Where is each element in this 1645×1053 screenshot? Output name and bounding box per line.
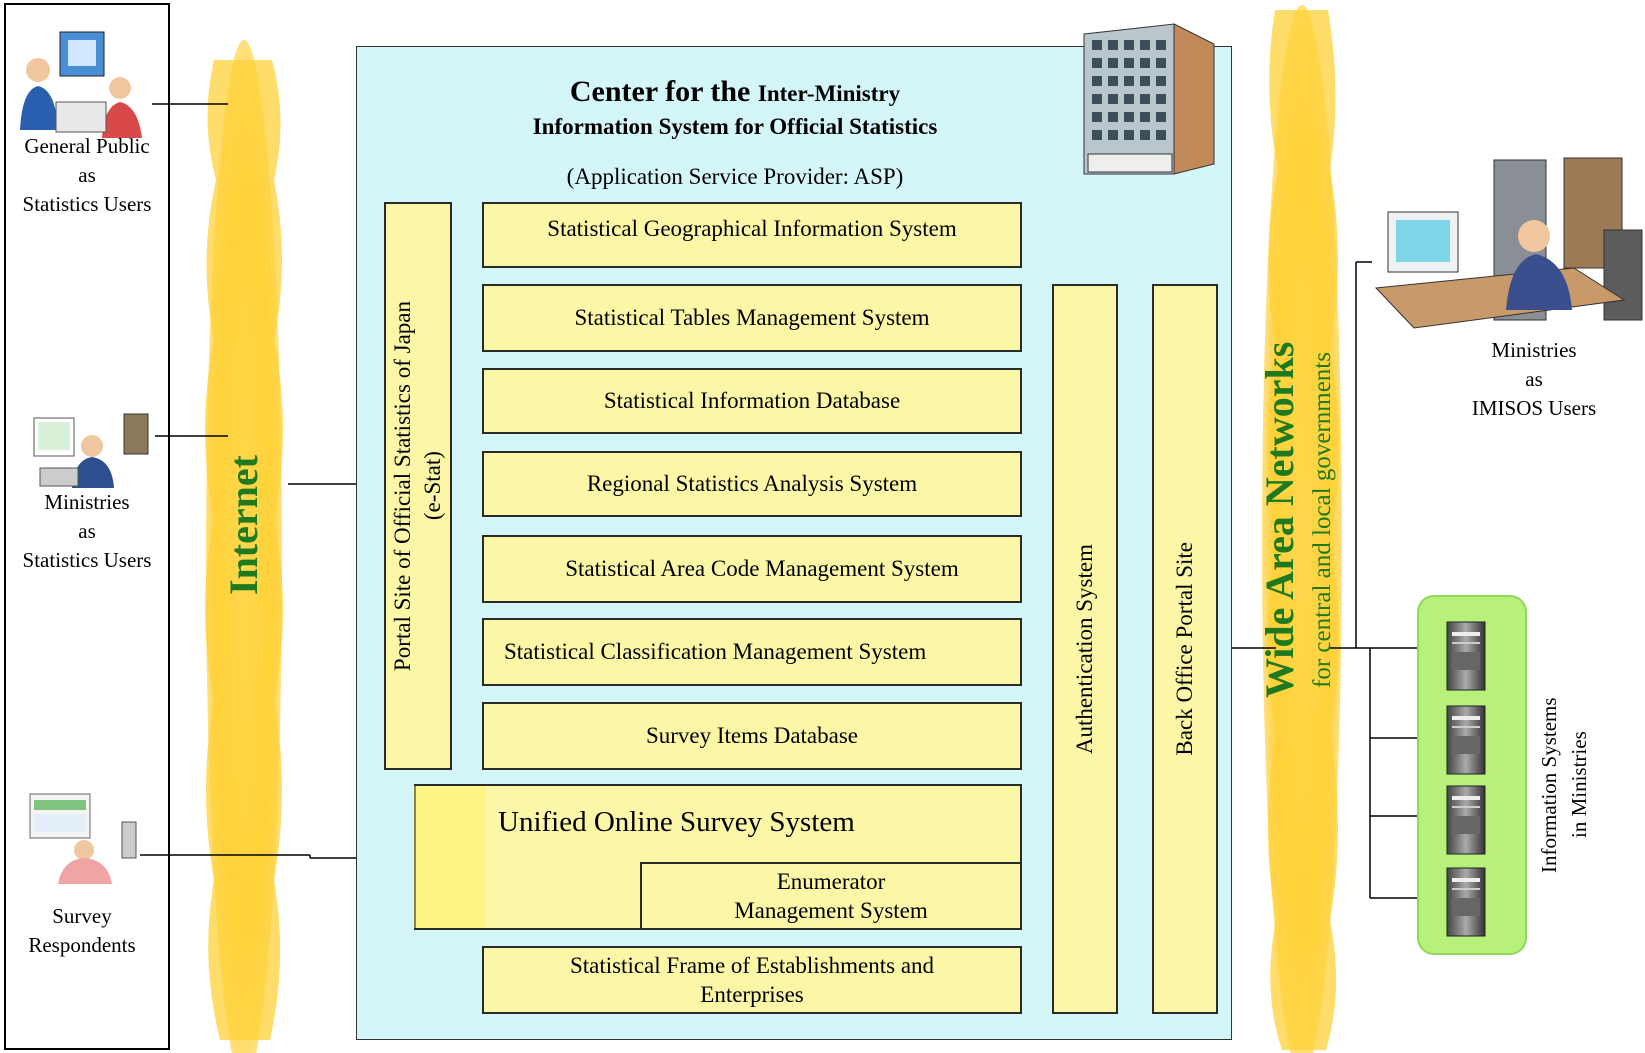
- server-icon: [1446, 867, 1486, 937]
- system-box: Statistical Information Database: [482, 368, 1022, 434]
- internet-label: Internet: [221, 455, 266, 595]
- center-subtitle: (Application Service Provider: ASP): [566, 164, 904, 189]
- wan-subtitle: for central and local governments: [1309, 352, 1336, 688]
- back-office-box: Back Office Portal Site: [1152, 284, 1218, 1014]
- online-survey-shade: [414, 786, 486, 928]
- servers-panel: [1417, 595, 1527, 955]
- ministry-user-icon: [33, 413, 149, 488]
- wan-title: Wide Area Networks: [1257, 341, 1302, 699]
- imisos-user-label: Ministries as IMISOS Users: [1471, 338, 1597, 420]
- center-title-line2: Information System for Official Statisti…: [532, 114, 938, 139]
- center-title-big: Center for the: [569, 75, 758, 108]
- info-systems-label: Information Systems in Ministries: [1537, 697, 1591, 873]
- server-icon: [1446, 621, 1486, 691]
- portal-box: Portal Site of Official Statistics of Ja…: [384, 202, 452, 770]
- ministry-user-label: Ministries as Statistics Users: [22, 490, 152, 572]
- server-icon: [1446, 785, 1486, 855]
- frame-box: Statistical Frame of Establishments and …: [482, 946, 1022, 1014]
- respondent-user-label: Survey Respondents: [28, 904, 136, 957]
- authentication-box: Authentication System: [1052, 284, 1118, 1014]
- system-box: Survey Items Database: [482, 702, 1022, 770]
- wan-cloud: [1262, 5, 1342, 1053]
- center-title: Center for the Inter-Ministry: [370, 74, 1100, 115]
- left-users-frame: [4, 3, 170, 1050]
- system-box: Statistical Geographical Information Sys…: [482, 202, 1022, 268]
- respondent-user-icon: [29, 793, 137, 884]
- enumerator-box: Enumerator Management System: [640, 862, 1022, 930]
- imisos-user-icon: [1374, 157, 1643, 329]
- building-icon: [1083, 23, 1215, 175]
- public-user-icon: [20, 31, 142, 138]
- system-box: Statistical Area Code Management System: [482, 535, 1022, 603]
- portal-label-line1: Portal Site of Official Statistics of Ja…: [390, 300, 415, 672]
- public-user-label: General Public as Statistics Users: [22, 134, 152, 216]
- center-title-small: Inter-Ministry: [757, 81, 901, 106]
- system-box: Statistical Classification Management Sy…: [482, 618, 1022, 686]
- portal-label-line2: (e-Stat): [420, 451, 445, 521]
- system-box: Regional Statistics Analysis System: [482, 451, 1022, 517]
- internet-cloud: [205, 40, 283, 1053]
- server-icon: [1446, 705, 1486, 775]
- system-box: Statistical Tables Management System: [482, 284, 1022, 352]
